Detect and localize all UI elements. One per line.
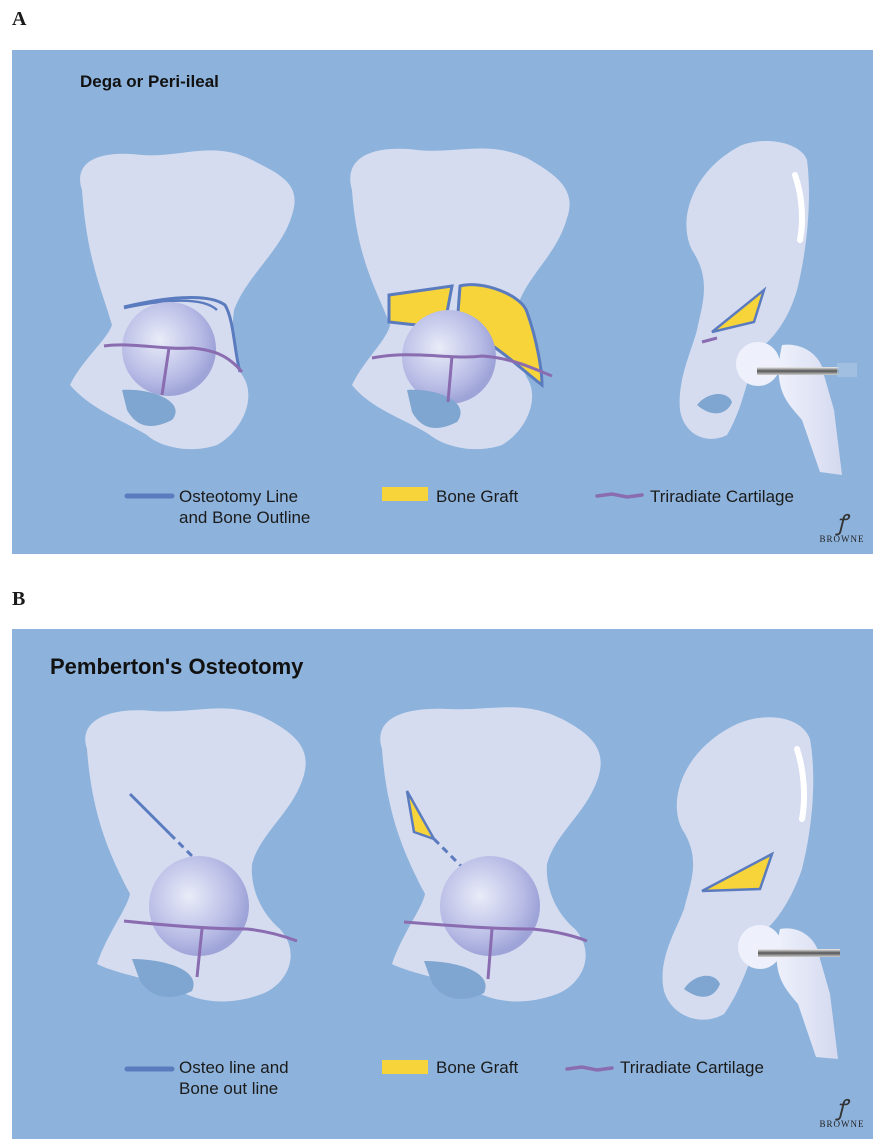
signature-a-text: BROWNE [812, 534, 872, 544]
legend-b-graft-label: Bone Graft [436, 1057, 518, 1078]
legend-cartilage-swatch [597, 494, 642, 497]
pelvis-lateral-b [663, 717, 840, 1059]
panel-a: Dega or Peri-ileal Osteotomy Line and Bo… [12, 50, 873, 554]
pelvis-middle-b [380, 707, 600, 1001]
pelvis-middle-a [350, 149, 569, 450]
legend-a-graft-label: Bone Graft [436, 486, 518, 507]
panel-a-illustration [12, 50, 873, 554]
legend-b-cartilage-label: Triradiate Cartilage [620, 1057, 764, 1078]
legend-a-osteotomy-label: Osteotomy Line and Bone Outline [179, 486, 310, 528]
legend-a-cartilage-label: Triradiate Cartilage [650, 486, 794, 507]
panel-b-title: Pemberton's Osteotomy [50, 654, 303, 680]
signature-mark-icon: ꝭ [812, 1097, 872, 1119]
legend-b-osteotomy-label: Osteo line and Bone out line [179, 1057, 289, 1099]
legend-graft-swatch [382, 487, 428, 501]
panel-b-letter: B [12, 588, 25, 611]
legend-graft-swatch [382, 1060, 428, 1074]
pelvis-left-b [85, 708, 305, 1001]
pelvis-lateral-a [680, 141, 857, 475]
signature-mark-icon: ꝭ [812, 512, 872, 534]
pelvis-left-a [70, 150, 295, 449]
signature-b: ꝭ BROWNE [812, 1097, 872, 1129]
panel-a-title: Dega or Peri-ileal [80, 72, 219, 92]
panel-a-letter: A [12, 8, 26, 31]
signature-a: ꝭ BROWNE [812, 512, 872, 544]
legend-cartilage-swatch [567, 1067, 612, 1070]
signature-b-text: BROWNE [812, 1119, 872, 1129]
panel-b: Pemberton's Osteotomy Osteo line and Bon… [12, 629, 873, 1139]
